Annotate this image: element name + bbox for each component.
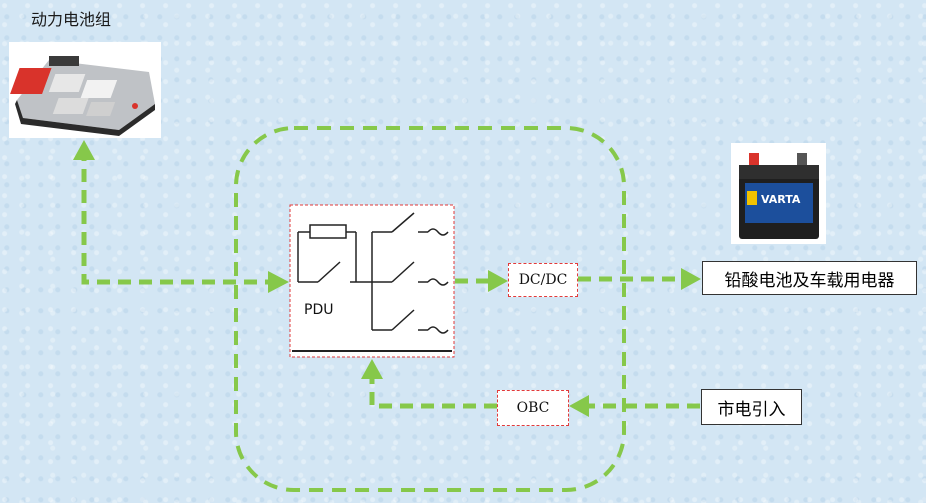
- obc-to-pdu-arrow: [369, 376, 497, 409]
- lead-acid-load-label: 铅酸电池及车载用电器: [724, 270, 895, 291]
- lead-acid-battery-illustration: VARTA: [739, 153, 819, 239]
- battery-brand-text: VARTA: [761, 193, 801, 206]
- lead-acid-battery-image: VARTA: [731, 143, 826, 244]
- battery-pack-illustration: [10, 56, 155, 136]
- battery-pack-label: 动力电池组: [31, 10, 112, 29]
- pdu-label: PDU: [304, 302, 333, 318]
- system-boundary-loop: [234, 126, 626, 492]
- mains-input-label: 市电引入: [717, 399, 786, 420]
- dcdc-box: DC/DC: [508, 263, 578, 297]
- arrow-up-to-battery: [73, 140, 95, 160]
- battery-pack-image: [9, 42, 161, 138]
- pdu-box: PDU: [289, 204, 455, 358]
- battery-to-pdu-arrow: [81, 148, 270, 285]
- dcdc-label: DC/DC: [518, 272, 568, 288]
- pdu-circuit: [292, 212, 452, 352]
- mains-input-box: 市电引入: [701, 389, 802, 425]
- lead-acid-load-box: 铅酸电池及车载用电器: [702, 261, 917, 295]
- obc-box: OBC: [497, 390, 569, 426]
- obc-label: OBC: [516, 400, 550, 416]
- arrow-right-to-pdu: [268, 271, 289, 293]
